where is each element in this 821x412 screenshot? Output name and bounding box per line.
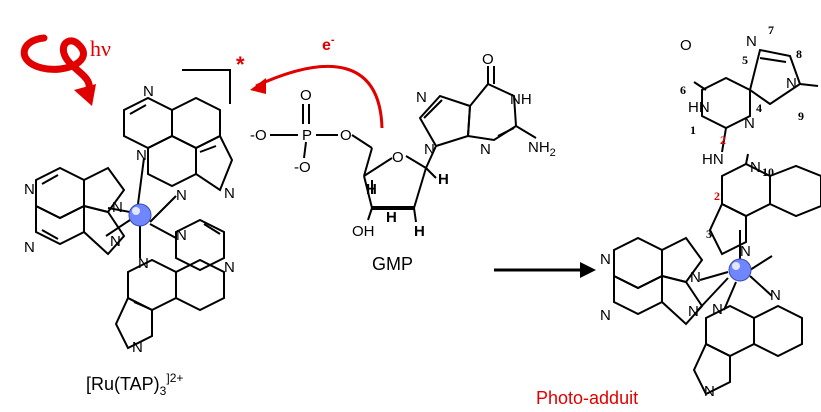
guanine-nh: NH: [510, 91, 532, 108]
adduct-n9: N: [786, 75, 797, 92]
light-excitation-arrow: [20, 34, 93, 100]
hydroxyl: OH: [352, 223, 375, 240]
adduct-n7: N: [746, 33, 757, 50]
position-9: 9: [798, 109, 804, 123]
photo-adduct-label: Photo-adduit: [536, 388, 638, 408]
gmp-label: GMP: [372, 254, 413, 274]
n-atom: N: [138, 255, 149, 272]
gmp-molecule: O -O P O -O O H H H: [250, 51, 556, 274]
excited-state-bracket: [182, 69, 231, 104]
position-1: 1: [690, 123, 696, 137]
adduct-hn1: HN: [688, 99, 710, 116]
n-atom: N: [600, 307, 611, 324]
n-atom: N: [224, 185, 235, 202]
tap-ligand-top: [123, 96, 234, 192]
n-atom: N: [24, 181, 35, 198]
electron-label: e-: [322, 34, 335, 54]
position-8: 8: [796, 47, 802, 61]
phosphate-o-top: O: [300, 87, 312, 104]
tap-ligand-left: [35, 166, 126, 256]
complex-formula: [Ru(TAP)3]2+: [86, 371, 183, 398]
phosphate-o-right: O: [340, 127, 352, 144]
position-2-guanine: 2: [720, 133, 726, 147]
n-atom: N: [136, 147, 147, 164]
photo-adduct: O N N HN N HN 7 8 5 6 4 9 1 2 10 2 3 N: [536, 23, 821, 408]
n-atom: N: [712, 301, 723, 318]
n-atom: N: [132, 339, 143, 356]
electron-transfer: e-: [250, 34, 384, 129]
guanine-base: [418, 66, 537, 148]
n-atom: N: [143, 83, 154, 100]
guanine-n7: N: [416, 89, 427, 106]
ring-oxygen: O: [392, 149, 404, 166]
phosphate-o-left: -O: [250, 127, 267, 144]
n-atom: N: [690, 269, 701, 286]
position-7: 7: [768, 23, 774, 37]
guanine-n9: N: [424, 141, 435, 158]
adduct-ruthenium-center: [728, 258, 752, 282]
n-atom: N: [112, 199, 123, 216]
n-atom: N: [688, 303, 699, 320]
position-6: 6: [680, 83, 686, 97]
position-4: 4: [756, 101, 762, 115]
sugar-h: H: [366, 181, 377, 198]
light-arrow-head: [74, 84, 96, 106]
n-atom: N: [600, 251, 611, 268]
ribose-ring: [363, 145, 437, 223]
guanine-n3: N: [480, 141, 491, 158]
guanine-o: O: [482, 51, 494, 68]
adduct-metal-bonds: [697, 230, 773, 311]
n-atom: N: [770, 287, 781, 304]
electron-transfer-arrow: [255, 65, 384, 129]
n-atom: N: [110, 233, 121, 250]
reaction-arrow: [494, 262, 596, 278]
ru-tap3-complex: hν * N N N N N N N N: [20, 34, 245, 398]
n-atom: N: [224, 259, 235, 276]
adduct-n3: N: [744, 115, 755, 132]
tap-ligand-bottom: [114, 218, 225, 350]
sugar-h: H: [414, 223, 425, 240]
guanine-nh2: NH2: [528, 139, 556, 159]
ruthenium-center: [128, 203, 152, 227]
electron-arrow-head: [250, 78, 266, 94]
n-atom: N: [176, 227, 187, 244]
phosphorus: P: [302, 127, 312, 144]
sugar-h: H: [386, 209, 397, 226]
hv-label: hν: [90, 36, 111, 61]
n-atom: N: [24, 239, 35, 256]
position-2-tap: 2: [714, 189, 720, 203]
adduct-o: O: [680, 37, 692, 54]
metal-bonds: [105, 157, 177, 258]
adduct-hn-link: HN: [702, 151, 724, 168]
n-atom: N: [176, 187, 187, 204]
position-3: 3: [706, 227, 712, 241]
phosphate-o-bottom: -O: [294, 159, 311, 176]
excited-state-star: *: [236, 52, 245, 77]
n-atom: N: [704, 383, 715, 400]
adduct-tap-ligands: [613, 153, 821, 396]
position-5: 5: [742, 53, 748, 67]
sugar-h: H: [438, 171, 449, 188]
n-atom: N: [750, 159, 761, 176]
n-atom: N: [740, 243, 751, 260]
